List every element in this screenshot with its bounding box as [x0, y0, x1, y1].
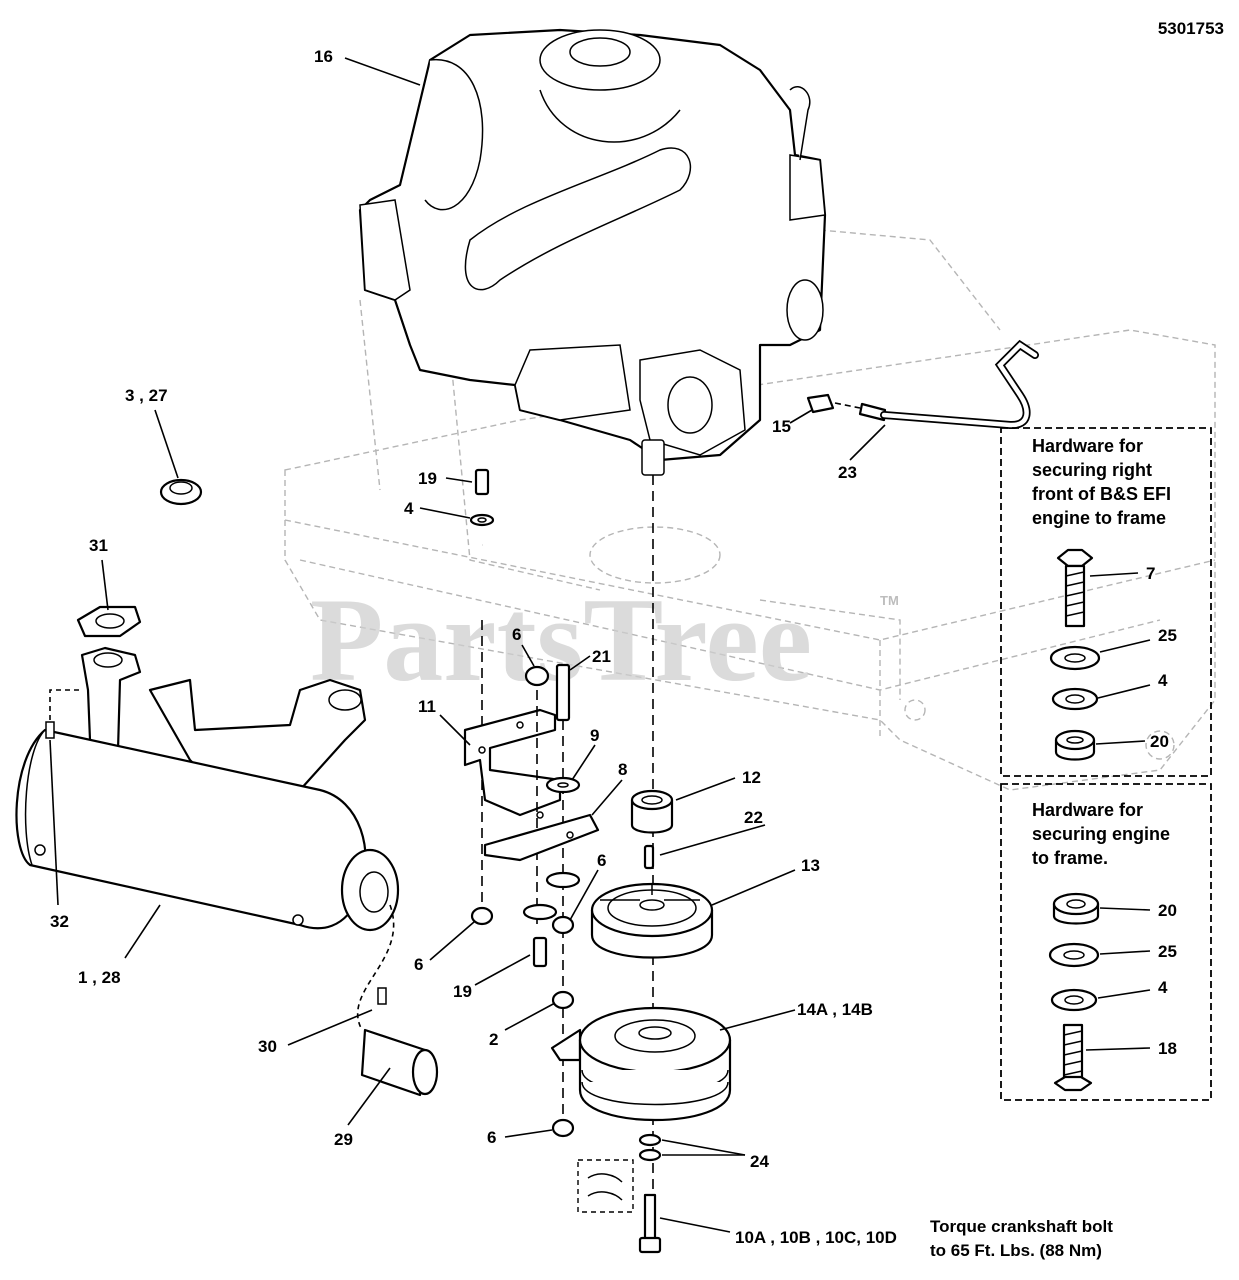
pulley-13 [590, 882, 714, 959]
leader-lines [49, 57, 886, 1233]
nut-2 [551, 990, 575, 1010]
nut-6-mid [551, 915, 575, 935]
efi-item-25: 25 [1158, 626, 1177, 645]
plate-8 [483, 811, 600, 862]
fuel-line-23 [806, 339, 1039, 429]
callout-4: 4 [404, 499, 414, 518]
engine-box-title-line3: to frame. [1032, 848, 1108, 868]
callout-9: 9 [590, 726, 599, 745]
callout-labels: 16 3 , 27 31 32 1 , 28 30 29 19 4 15 23 … [50, 47, 897, 1247]
bolt-19-top [469, 468, 495, 527]
efi-box-title-line3: front of B&S EFI [1032, 484, 1171, 504]
drawing-number: 5301753 [1158, 19, 1224, 38]
engine-item-20: 20 [1158, 901, 1177, 920]
bolt-21 [555, 663, 571, 722]
bracket-11 [463, 708, 562, 817]
callout-12: 12 [742, 768, 761, 787]
washer-9 [545, 776, 581, 794]
nut-6-bottom [551, 1118, 575, 1138]
callout-14a-14b: 14A , 14B [797, 1000, 873, 1019]
callout-6-mid: 6 [597, 851, 606, 870]
callout-2: 2 [489, 1030, 498, 1049]
callout-13: 13 [801, 856, 820, 875]
engine-assembly [358, 28, 827, 476]
efi-item-4: 4 [1158, 671, 1168, 690]
crankshaft-bolt-10 [638, 1193, 662, 1254]
callout-32: 32 [50, 912, 69, 931]
callout-8: 8 [618, 760, 627, 779]
grommet-3-27 [159, 478, 203, 506]
nut-6-top [524, 665, 550, 687]
frame-ghost-outline [284, 229, 1216, 791]
key-22 [643, 844, 655, 870]
gasket-31 [76, 605, 142, 638]
callout-6-left: 6 [414, 955, 423, 974]
torque-note-line1: Torque crankshaft bolt [930, 1217, 1113, 1236]
torque-note: Torque crankshaft bolt to 65 Ft. Lbs. (8… [930, 1217, 1113, 1260]
callout-21: 21 [592, 647, 611, 666]
engine-item-4: 4 [1158, 978, 1168, 997]
callout-3-27: 3 , 27 [125, 386, 168, 405]
engine-box-title-line1: Hardware for [1032, 800, 1143, 820]
efi-box-title-line2: securing right [1032, 460, 1152, 480]
callout-29: 29 [334, 1130, 353, 1149]
engine-box-title-line2: securing engine [1032, 824, 1170, 844]
callout-10: 10A , 10B , 10C, 10D [735, 1228, 897, 1247]
callout-1-28: 1 , 28 [78, 968, 121, 987]
callout-24: 24 [750, 1152, 769, 1171]
spark-arrestor-29 [356, 904, 439, 1097]
screw-32 [45, 689, 80, 739]
callout-11: 11 [418, 697, 436, 716]
callout-15: 15 [772, 417, 791, 436]
bolt-19-lower [532, 936, 548, 968]
callout-23: 23 [838, 463, 857, 482]
callout-31: 31 [89, 536, 108, 555]
efi-item-20: 20 [1150, 732, 1169, 751]
callout-6-top: 6 [512, 625, 521, 644]
watermark-tm: TM [880, 593, 899, 608]
callout-16: 16 [314, 47, 333, 66]
efi-box-title-line4: engine to frame [1032, 508, 1166, 528]
efi-box-title-line1: Hardware for [1032, 436, 1143, 456]
callout-22: 22 [744, 808, 763, 827]
torque-note-line2: to 65 Ft. Lbs. (88 Nm) [930, 1241, 1102, 1260]
washer-24a [638, 1133, 662, 1147]
spring-detail [577, 1159, 634, 1213]
bushing-12 [630, 789, 674, 834]
hardware-box-efi: Hardware for securing right front of B&S… [1000, 427, 1212, 777]
washer-24b [638, 1148, 662, 1162]
callout-6-bottom: 6 [487, 1128, 496, 1147]
callout-19-lower: 19 [453, 982, 472, 1001]
clutch-14 [550, 1006, 732, 1122]
efi-item-7: 7 [1146, 564, 1155, 583]
muffler-1-28 [15, 646, 400, 932]
callout-19-top: 19 [418, 469, 437, 488]
engine-item-25: 25 [1158, 942, 1177, 961]
hardware-box-engine: Hardware for securing engine to frame. 2… [1000, 783, 1212, 1101]
engine-item-18: 18 [1158, 1039, 1177, 1058]
nut-6-left [470, 906, 494, 926]
callout-30: 30 [258, 1037, 277, 1056]
